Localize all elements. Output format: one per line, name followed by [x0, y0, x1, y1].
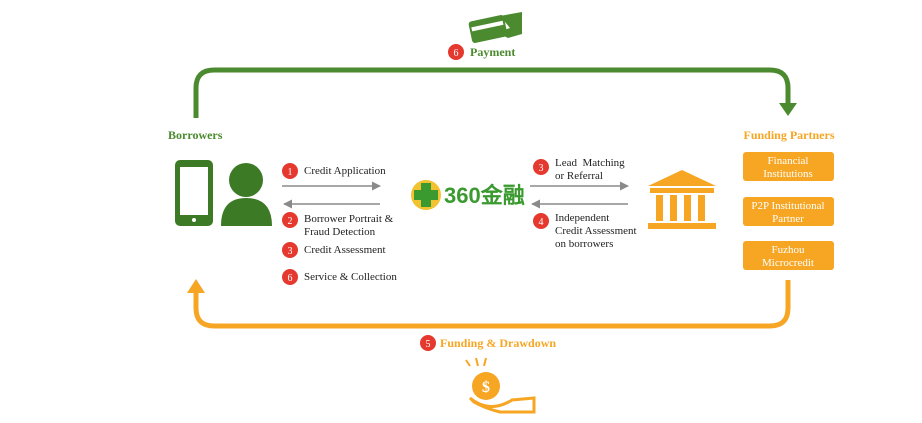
- partner-box-p2p: P2P Institutional Partner: [743, 197, 834, 226]
- left-step-1-label: Credit Application: [304, 165, 386, 177]
- svg-text:Fuzhou: Fuzhou: [772, 244, 806, 256]
- left-step-2-line1: Borrower Portrait &: [304, 213, 394, 225]
- green-plus-ball-icon: [411, 180, 441, 210]
- left-step-6: 6 Service & Collection: [282, 269, 397, 285]
- payment-step-number: 6: [454, 48, 459, 59]
- payment-label: Payment: [470, 45, 515, 59]
- svg-text:3: 3: [288, 246, 293, 257]
- right-step-4: 4 Independent Credit Assessment on borro…: [533, 212, 637, 250]
- borrowers-group: Borrowers: [168, 128, 272, 226]
- svg-text:Partner: Partner: [772, 213, 804, 225]
- right-step-4-line2: Credit Assessment: [555, 225, 637, 237]
- right-step-3-line1: Lead Matching: [555, 157, 625, 169]
- borrowers-title: Borrowers: [168, 128, 223, 142]
- funding-flow: 5 Funding & Drawdown $: [187, 279, 791, 414]
- money-bag-hand-icon: $: [465, 357, 536, 414]
- svg-text:4: 4: [539, 217, 544, 228]
- funding-arrow-line: [193, 280, 791, 329]
- payment-flow: 6 Payment: [193, 12, 797, 118]
- right-step-4-line1: Independent: [555, 212, 609, 224]
- person-icon: [221, 163, 272, 226]
- left-step-2-line2: Fraud Detection: [304, 226, 376, 238]
- payment-arrowhead: [779, 103, 797, 116]
- right-step-3: 3 Lead Matching or Referral: [533, 157, 625, 182]
- left-step-3: 3 Credit Assessment: [282, 242, 386, 258]
- logo-text: 360金融: [444, 183, 525, 208]
- partner-box-financial: Financial Institutions: [743, 152, 834, 181]
- svg-text:6: 6: [288, 273, 293, 284]
- partner-box-fuzhou: Fuzhou Microcredit: [743, 241, 834, 270]
- smartphone-icon: [175, 160, 213, 226]
- svg-text:Financial: Financial: [768, 155, 809, 167]
- funding-partners-title: Funding Partners: [743, 128, 834, 142]
- funding-label: Funding & Drawdown: [440, 336, 556, 350]
- funding-step-badge: [420, 335, 436, 351]
- left-step-3-label: Credit Assessment: [304, 244, 386, 256]
- credit-card-hand-icon: [468, 12, 522, 43]
- svg-text:P2P Institutional: P2P Institutional: [751, 200, 824, 212]
- left-step-6-label: Service & Collection: [304, 271, 397, 283]
- svg-text:2: 2: [288, 216, 293, 227]
- svg-text:1: 1: [288, 167, 293, 178]
- payment-arrow-line: [193, 67, 791, 118]
- right-step-4-line3: on borrowers: [555, 238, 613, 250]
- center-logo: 360金融: [411, 180, 525, 210]
- funding-arrowhead: [187, 279, 205, 293]
- payment-step-badge: [448, 44, 464, 60]
- svg-text:3: 3: [539, 163, 544, 174]
- svg-text:Institutions: Institutions: [763, 168, 813, 180]
- right-step-3-line2: or Referral: [555, 170, 603, 182]
- svg-text:$: $: [482, 379, 490, 396]
- left-step-2: 2 Borrower Portrait & Fraud Detection: [282, 212, 394, 238]
- funding-step-number: 5: [426, 339, 431, 350]
- left-step-1: 1 Credit Application: [282, 163, 386, 179]
- bank-building-icon: [648, 170, 716, 229]
- svg-text:Microcredit: Microcredit: [762, 257, 814, 269]
- funding-partners-group: Funding Partners Financial Institutions …: [743, 128, 835, 270]
